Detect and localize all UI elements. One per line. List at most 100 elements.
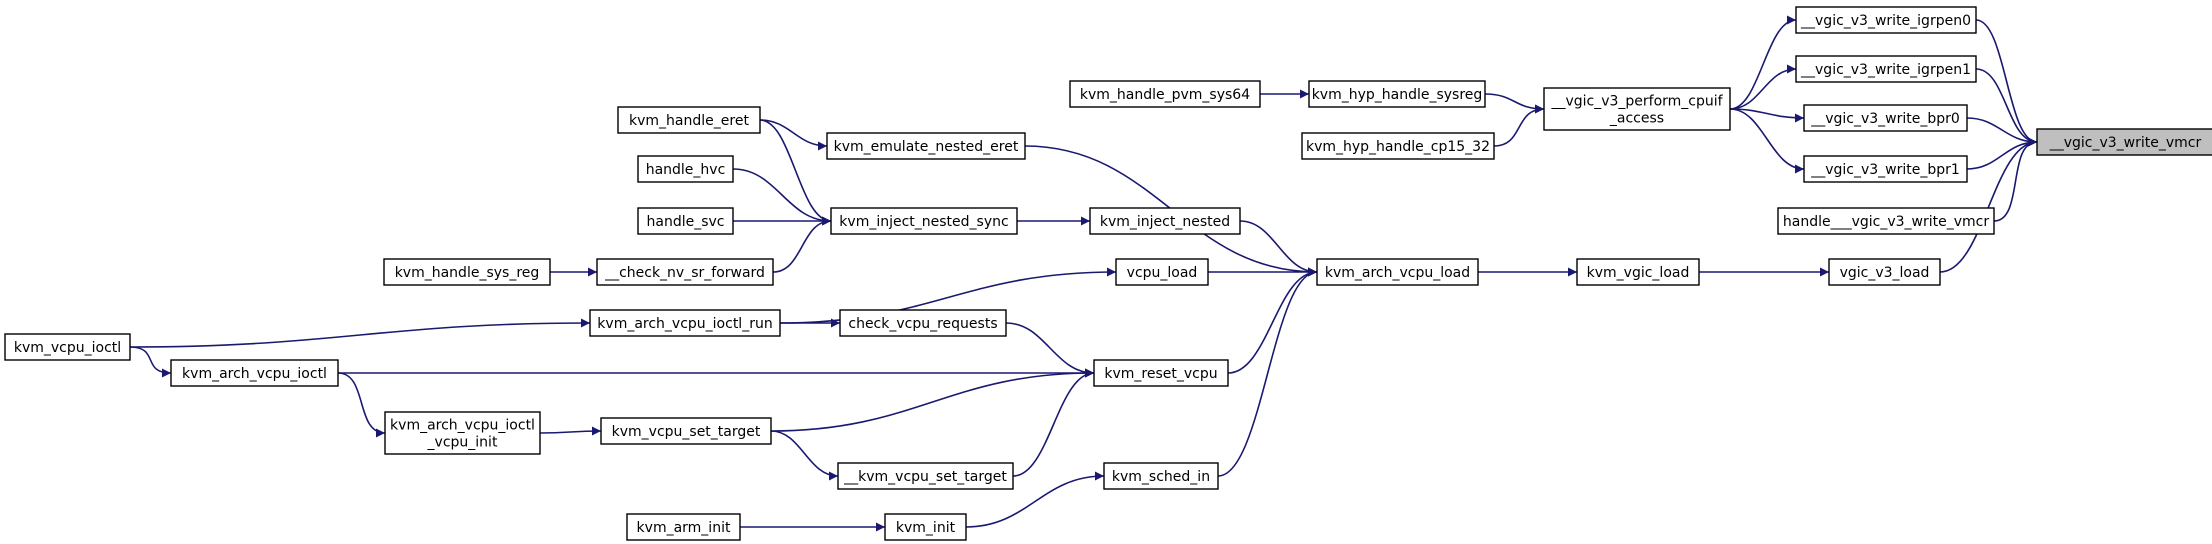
node-set-target[interactable]: kvm_vcpu_set_target <box>600 417 772 445</box>
node-box <box>637 207 734 235</box>
node-label: kvm_handle_eret <box>629 113 749 129</box>
edge-cpuif-to-igrpen1 <box>1729 64 1797 110</box>
node-vcpu-ioctl[interactable]: kvm_vcpu_ioctl <box>4 333 131 361</box>
node-label: vgic_v3_load <box>1840 265 1930 281</box>
node-emul-eret[interactable]: kvm_emulate_nested_eret <box>826 132 1026 160</box>
node-arm-init[interactable]: kvm_arm_init <box>626 513 741 541</box>
node-ioctl-init[interactable]: kvm_arch_vcpu_ioctl_vcpu_init <box>384 411 541 455</box>
node-box <box>1576 258 1700 286</box>
edge-set_target-to-reset_vcpu <box>770 368 1095 432</box>
node-label: kvm_arch_vcpu_load <box>1325 265 1470 281</box>
node-handle-vmcr[interactable]: handle___vgic_v3_write_vmcr <box>1777 207 1995 235</box>
node-label: kvm_reset_vcpu <box>1104 366 1217 382</box>
node-box <box>1301 132 1495 160</box>
node-ioctl-run[interactable]: kvm_arch_vcpu_ioctl_run <box>589 309 781 337</box>
node-box <box>837 462 1014 490</box>
node-hyp-sysreg[interactable]: kvm_hyp_handle_sysreg <box>1308 80 1486 108</box>
edge-vcpu_ioctl-to-ioctl_run <box>129 318 591 348</box>
node-box <box>1103 462 1219 490</box>
node-box <box>1795 55 1977 83</box>
node-box <box>2036 128 2212 156</box>
node-box <box>1543 87 1731 131</box>
node-box <box>1316 258 1479 286</box>
node-label: __kvm_vcpu_set_target <box>843 469 1007 485</box>
node-box <box>1069 80 1261 108</box>
node-handle-hvc[interactable]: handle_hvc <box>637 155 734 183</box>
node-label: kvm_inject_nested_sync <box>839 214 1008 230</box>
node-label: kvm_arch_vcpu_ioctl <box>182 366 327 382</box>
edge-inject_nested-to-arch_vcpu_load <box>1239 220 1318 277</box>
node-box <box>1828 258 1941 286</box>
edge-igrpen0-to-vmcr <box>1975 19 2038 147</box>
node-vgic-v3-load[interactable]: vgic_v3_load <box>1828 258 1941 286</box>
node-box <box>617 106 761 134</box>
node-label: __vgic_v3_write_bpr0 <box>1810 111 1960 127</box>
node-cpuif[interactable]: __vgic_v3_perform_cpuif_access <box>1543 87 1731 131</box>
node-box <box>826 132 1026 160</box>
node-box <box>1777 207 1995 235</box>
node-igrpen1[interactable]: __vgic_v3_write_igrpen1 <box>1795 55 1977 83</box>
node-reset-vcpu[interactable]: kvm_reset_vcpu <box>1093 359 1229 387</box>
node-box <box>600 417 772 445</box>
node-check-req[interactable]: check_vcpu_requests <box>839 309 1007 337</box>
node-kvm-vgic-load[interactable]: kvm_vgic_load <box>1576 258 1700 286</box>
node-box <box>1089 207 1241 235</box>
node-box <box>1803 104 1968 132</box>
node-label: check_vcpu_requests <box>848 316 997 332</box>
edge-sched_in-to-arch_vcpu_load <box>1217 267 1318 477</box>
node-box <box>589 309 781 337</box>
edge-cpuif-to-bpr1 <box>1729 108 1805 174</box>
node-handle-svc[interactable]: handle_svc <box>637 207 734 235</box>
node-set-target2[interactable]: __kvm_vcpu_set_target <box>837 462 1014 490</box>
node-label: kvm_hyp_handle_cp15_32 <box>1306 139 1490 155</box>
edge-vcpu_ioctl-to-arch_ioctl <box>129 346 172 378</box>
edge-set_target2-to-reset_vcpu <box>1012 368 1095 477</box>
node-handle-eret[interactable]: kvm_handle_eret <box>617 106 761 134</box>
edge-arch_ioctl-to-ioctl_init <box>337 372 386 438</box>
edge-handle_eret-to-emul_eret <box>759 119 828 151</box>
node-vmcr[interactable]: __vgic_v3_write_vmcr <box>2036 128 2212 156</box>
node-label: handle___vgic_v3_write_vmcr <box>1783 214 1989 230</box>
node-label: kvm_arm_init <box>637 520 731 536</box>
node-label: kvm_vcpu_ioctl <box>14 340 121 356</box>
node-box <box>384 411 541 455</box>
edges-layer <box>129 15 2038 532</box>
node-label: handle_hvc <box>646 162 726 178</box>
node-label: __vgic_v3_write_igrpen1 <box>1800 62 1971 78</box>
node-label: __vgic_v3_write_igrpen0 <box>1800 13 1971 29</box>
node-inject-sync[interactable]: kvm_inject_nested_sync <box>830 207 1018 235</box>
edge-reset_vcpu-to-arch_vcpu_load <box>1227 267 1318 374</box>
edge-hyp_sysreg-to-cpuif <box>1484 93 1545 114</box>
edge-cpuif-to-igrpen0 <box>1729 15 1797 110</box>
node-box <box>383 258 551 286</box>
node-kvm-init[interactable]: kvm_init <box>884 513 967 541</box>
node-inject-nested[interactable]: kvm_inject_nested <box>1089 207 1241 235</box>
node-arch-ioctl[interactable]: kvm_arch_vcpu_ioctl <box>170 359 339 387</box>
node-pvm-sys64[interactable]: kvm_handle_pvm_sys64 <box>1069 80 1261 108</box>
edge-check_nv-to-inject_sync <box>772 216 832 273</box>
node-vcpu-load[interactable]: vcpu_load <box>1115 258 1209 286</box>
node-label: kvm_emulate_nested_eret <box>834 139 1019 155</box>
node-arch-vcpu-load[interactable]: kvm_arch_vcpu_load <box>1316 258 1479 286</box>
node-sys-reg[interactable]: kvm_handle_sys_reg <box>383 258 551 286</box>
node-box <box>1115 258 1209 286</box>
node-box <box>839 309 1007 337</box>
node-label: __check_nv_sr_forward <box>604 265 765 281</box>
node-label: kvm_handle_pvm_sys64 <box>1080 87 1250 103</box>
node-check-nv[interactable]: __check_nv_sr_forward <box>596 258 774 286</box>
node-label: kvm_handle_sys_reg <box>395 265 540 281</box>
node-label: kvm_vgic_load <box>1587 265 1690 281</box>
node-igrpen0[interactable]: __vgic_v3_write_igrpen0 <box>1795 6 1977 34</box>
node-label: kvm_arch_vcpu_ioctl <box>390 418 535 434</box>
node-box <box>884 513 967 541</box>
node-bpr0[interactable]: __vgic_v3_write_bpr0 <box>1803 104 1968 132</box>
edge-set_target-to-set_target2 <box>770 430 839 481</box>
node-sched-in[interactable]: kvm_sched_in <box>1103 462 1219 490</box>
node-bpr1[interactable]: __vgic_v3_write_bpr1 <box>1803 155 1968 183</box>
node-box <box>637 155 734 183</box>
node-box <box>4 333 131 361</box>
edge-kvm_init-to-sched_in <box>965 471 1105 528</box>
node-hyp-cp15[interactable]: kvm_hyp_handle_cp15_32 <box>1301 132 1495 160</box>
node-box <box>170 359 339 387</box>
node-label: handle_svc <box>647 214 725 230</box>
